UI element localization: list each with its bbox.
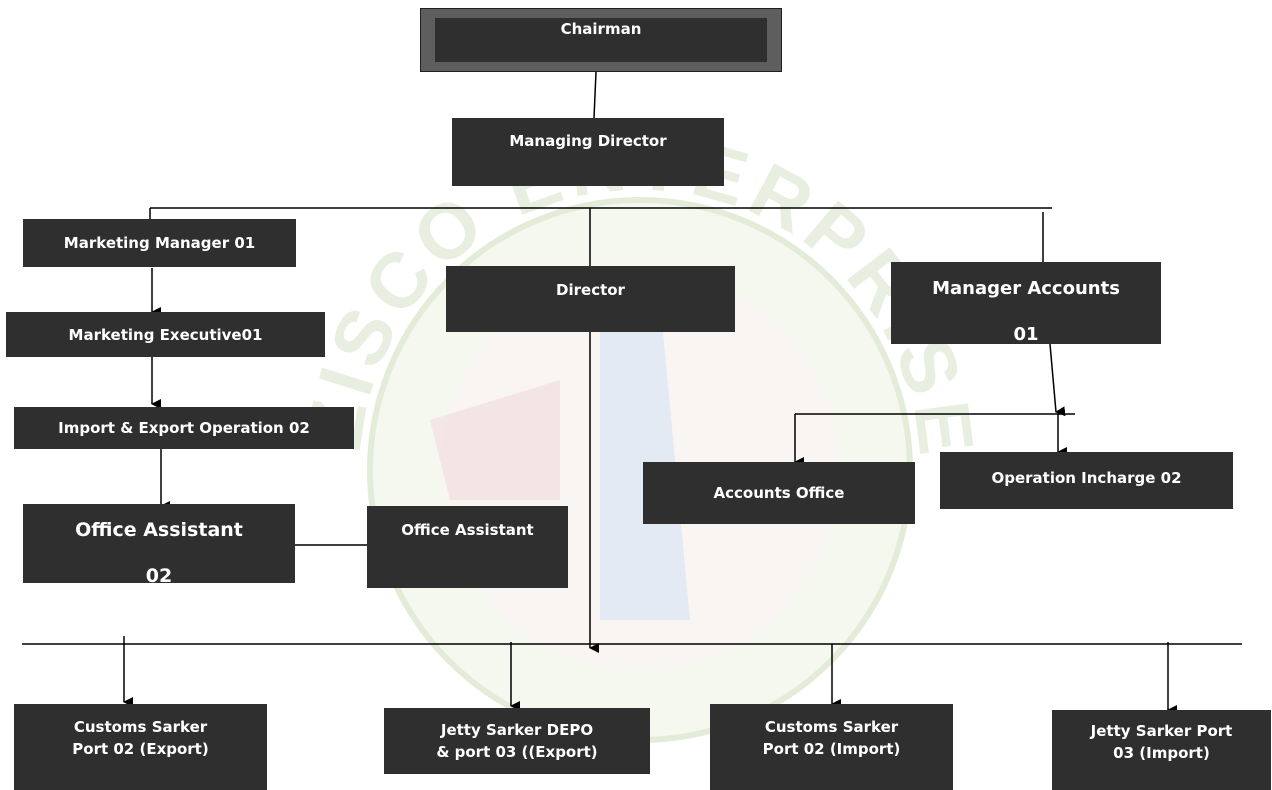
manager-accounts-label: Manager Accounts xyxy=(932,278,1120,299)
import-export-operation-label: Import & Export Operation 02 xyxy=(58,419,310,437)
managing-director-label: Managing Director xyxy=(509,132,667,150)
office-assistant-left-box: Office Assistant 02 xyxy=(23,504,295,583)
operation-incharge-box: Operation Incharge 02 xyxy=(940,452,1233,509)
manager-accounts-box: Manager Accounts 01 xyxy=(891,262,1161,344)
customs-sarker-import-label: Customs Sarker Port 02 (Import) xyxy=(762,718,901,758)
director-box: Director xyxy=(446,266,735,332)
chairman-box: Chairman xyxy=(420,8,782,72)
operation-incharge-label: Operation Incharge 02 xyxy=(991,468,1182,487)
office-assistant-left-label: Office Assistant xyxy=(75,519,243,541)
jetty-sarker-depo-export-label: Jetty Sarker DEPO & port 03 ((Export) xyxy=(436,721,598,761)
managing-director-box: Managing Director xyxy=(452,118,724,186)
marketing-executive-box: Marketing Executive01 xyxy=(6,312,325,357)
director-label: Director xyxy=(556,281,625,299)
jetty-sarker-port-import-label: Jetty Sarker Port 03 (Import) xyxy=(1090,722,1233,762)
import-export-operation-box: Import & Export Operation 02 xyxy=(14,407,354,449)
jetty-sarker-port-import-box: Jetty Sarker Port 03 (Import) xyxy=(1052,710,1271,790)
accounts-office-box: Accounts Office xyxy=(643,462,915,524)
customs-sarker-export-box: Customs Sarker Port 02 (Export) xyxy=(14,704,267,790)
manager-accounts-count: 01 xyxy=(1013,324,1039,344)
office-assistant-right-label: Office Assistant xyxy=(401,521,534,539)
office-assistant-left-count: 02 xyxy=(145,565,173,583)
accounts-office-label: Accounts Office xyxy=(713,484,845,502)
office-assistant-right-box: Office Assistant xyxy=(367,506,568,588)
chairman-label: Chairman xyxy=(435,18,767,62)
customs-sarker-export-label: Customs Sarker Port 02 (Export) xyxy=(72,718,209,758)
marketing-manager-box: Marketing Manager 01 xyxy=(23,219,296,267)
marketing-executive-label: Marketing Executive01 xyxy=(68,325,263,344)
marketing-manager-label: Marketing Manager 01 xyxy=(63,234,256,252)
customs-sarker-import-box: Customs Sarker Port 02 (Import) xyxy=(710,704,953,790)
jetty-sarker-depo-export-box: Jetty Sarker DEPO & port 03 ((Export) xyxy=(384,708,650,774)
